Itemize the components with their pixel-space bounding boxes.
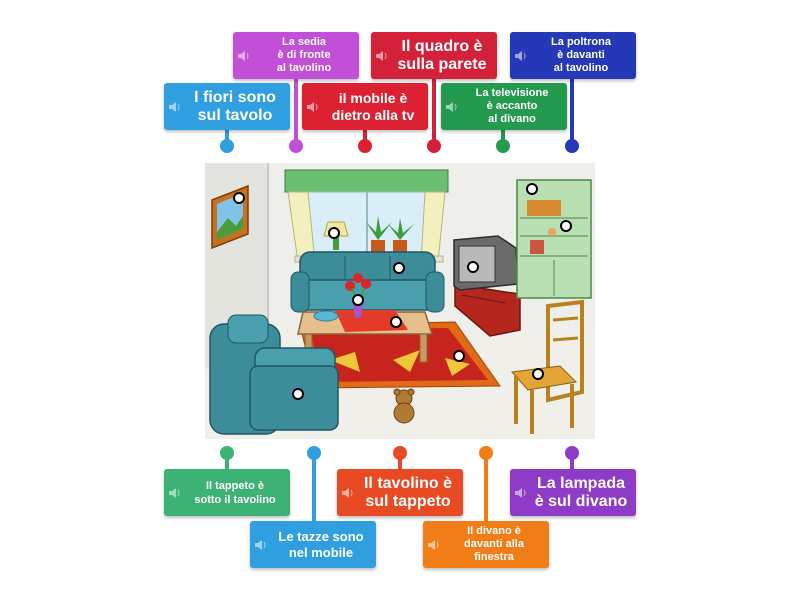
speaker-icon <box>515 50 526 61</box>
marker-cabinet-shelf[interactable] <box>560 220 572 232</box>
marker-painting[interactable] <box>233 192 245 204</box>
label-tavolino[interactable]: Il tavolino è sul tappeto <box>337 469 463 516</box>
label-text: Il tavolino è sul tappeto <box>363 474 452 510</box>
marker-carpet[interactable] <box>453 350 465 362</box>
marker-armchair[interactable] <box>292 388 304 400</box>
marker-coffee-table[interactable] <box>390 316 402 328</box>
pin-poltrona[interactable] <box>565 139 579 153</box>
stem-tappeto <box>225 452 229 470</box>
label-text: il mobile è dietro alla tv <box>331 89 415 123</box>
speaker-icon <box>307 101 318 112</box>
label-text: La lampada è sul divano <box>534 474 628 510</box>
label-fiori[interactable]: I fiori sono sul tavolo <box>164 83 290 130</box>
teddy-bear <box>393 388 415 424</box>
label-poltrona[interactable]: La poltrona è davanti al tavolino <box>510 32 636 79</box>
carpet <box>299 321 501 389</box>
stem-poltrona <box>570 78 574 145</box>
stem-fiori <box>225 129 229 145</box>
label-text: La sedia è di fronte al tavolino <box>276 36 332 74</box>
pin-sedia[interactable] <box>289 139 303 153</box>
label-text: La televisione è accanto al divano <box>475 87 549 125</box>
label-sedia[interactable]: La sedia è di fronte al tavolino <box>233 32 359 79</box>
label-divano[interactable]: Il divano è davanti alla finestra <box>423 521 549 568</box>
speaker-icon <box>169 487 180 498</box>
marker-cabinet-top[interactable] <box>526 183 538 195</box>
marker-lamp[interactable] <box>328 227 340 239</box>
cabinet <box>516 179 592 299</box>
pin-televisione[interactable] <box>496 139 510 153</box>
marker-flowers[interactable] <box>352 294 364 306</box>
label-text: Le tazze sono nel mobile <box>278 528 364 560</box>
stem-tazze <box>312 452 316 522</box>
tv-stand <box>454 283 521 337</box>
marker-sofa[interactable] <box>393 262 405 274</box>
speaker-icon <box>238 50 249 61</box>
speaker-icon <box>515 487 526 498</box>
label-quadro[interactable]: Il quadro è sulla parete <box>371 32 497 79</box>
television <box>453 235 519 291</box>
stem-divano <box>484 452 488 522</box>
label-mobile[interactable]: il mobile è dietro alla tv <box>302 83 428 130</box>
label-televisione[interactable]: La televisione è accanto al divano <box>441 83 567 130</box>
window <box>284 169 449 263</box>
speaker-icon <box>169 101 180 112</box>
label-text: La poltrona è davanti al tavolino <box>551 36 611 74</box>
label-text: I fiori sono sul tavolo <box>194 88 276 124</box>
label-text: Il quadro è sulla parete <box>397 37 487 73</box>
label-text: Il tappeto è sotto il tavolino <box>194 479 276 506</box>
label-text: Il divano è davanti alla finestra <box>464 525 524 563</box>
label-lampada[interactable]: La lampada è sul divano <box>510 469 636 516</box>
stem-quadro <box>432 78 436 145</box>
sofa <box>290 251 445 313</box>
pin-fiori[interactable] <box>220 139 234 153</box>
pin-mobile[interactable] <box>358 139 372 153</box>
plants <box>366 216 414 254</box>
label-tazze[interactable]: Le tazze sono nel mobile <box>250 521 376 568</box>
marker-chair[interactable] <box>532 368 544 380</box>
stem-sedia <box>294 78 298 145</box>
stem-mobile <box>363 129 367 145</box>
speaker-icon <box>428 539 439 550</box>
stem-televisione <box>501 129 505 145</box>
speaker-icon <box>255 539 266 550</box>
chair <box>510 299 584 434</box>
speaker-icon <box>446 101 457 112</box>
speaker-icon <box>342 487 353 498</box>
speaker-icon <box>376 50 387 61</box>
stem-lampada <box>570 452 574 470</box>
label-tappeto[interactable]: Il tappeto è sotto il tavolino <box>164 469 290 516</box>
pin-quadro[interactable] <box>427 139 441 153</box>
marker-television[interactable] <box>467 261 479 273</box>
stem-tavolino <box>398 452 402 470</box>
